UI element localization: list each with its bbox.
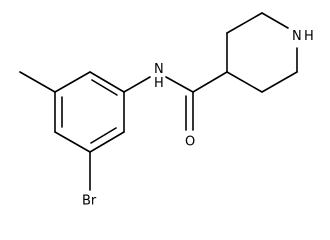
n-carbonyl-bond	[165, 76, 194, 93]
carbonyl-ring-bond	[192, 71, 228, 93]
bond	[89, 131, 125, 153]
oxygen-label: O	[185, 135, 195, 150]
bond	[226, 12, 263, 34]
bond	[226, 71, 263, 93]
double-bond-inner	[91, 79, 118, 96]
double-bond-inner	[90, 127, 117, 144]
molecule-drawing: Br N H O N H	[19, 12, 314, 209]
structure-diagram: Br N H O N H	[19, 12, 314, 209]
amide-n-label: N H	[154, 62, 168, 91]
aryl-n-bond	[123, 76, 151, 93]
bond	[261, 12, 289, 29]
bond	[54, 71, 91, 93]
benzene-ring	[54, 71, 125, 153]
methyl-bond	[19, 71, 56, 93]
ring-n-label: N H	[292, 29, 314, 44]
bond	[89, 71, 125, 93]
bromine-label: Br	[82, 194, 97, 209]
piperidine-ring	[226, 12, 298, 93]
bond	[261, 71, 298, 93]
bond	[54, 131, 91, 153]
